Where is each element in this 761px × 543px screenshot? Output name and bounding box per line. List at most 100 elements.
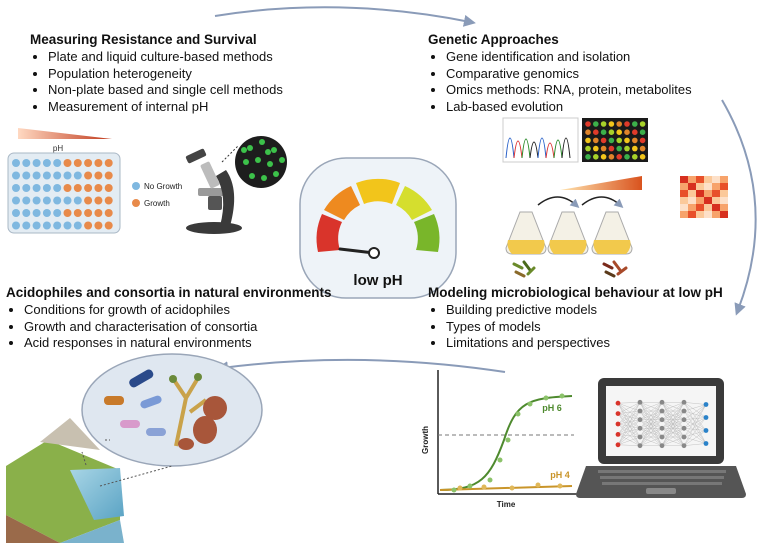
plate-well bbox=[94, 221, 103, 230]
list-item: Acid responses in natural environments bbox=[24, 335, 332, 352]
plate-well bbox=[94, 171, 103, 180]
legend-growth: Growth bbox=[144, 199, 170, 208]
plate-well bbox=[63, 209, 72, 217]
heatmap-cell bbox=[720, 204, 728, 211]
microarray bbox=[582, 118, 648, 162]
nn-edge bbox=[661, 402, 685, 429]
plate-well bbox=[73, 171, 82, 180]
array-spot bbox=[616, 154, 622, 160]
cell-dot bbox=[247, 145, 253, 151]
nn-node bbox=[637, 417, 643, 423]
nn-node bbox=[681, 443, 687, 449]
plate-well bbox=[94, 159, 103, 167]
nn-edge bbox=[617, 423, 641, 429]
array-spot bbox=[593, 154, 599, 160]
nn-node bbox=[681, 434, 687, 440]
section-list: Conditions for growth of acidophiles Gro… bbox=[6, 302, 332, 352]
nn-edge bbox=[617, 428, 641, 445]
nn-node bbox=[659, 443, 665, 449]
curve-label-ph4: pH 4 bbox=[550, 470, 570, 480]
ph-gauge-icon bbox=[316, 178, 440, 259]
nn-edge bbox=[639, 410, 663, 446]
section-title: Genetic Approaches bbox=[428, 32, 559, 47]
plate-wells bbox=[12, 159, 113, 230]
heatmap-cell bbox=[712, 197, 720, 204]
plate-well bbox=[22, 196, 31, 205]
array-spot bbox=[600, 137, 607, 144]
heatmap-cell bbox=[696, 176, 704, 183]
heatmap-cell bbox=[704, 204, 712, 211]
plate-well bbox=[53, 221, 62, 230]
nn-node bbox=[615, 400, 621, 406]
plate-well bbox=[104, 184, 113, 192]
plate-well bbox=[42, 209, 51, 217]
section-list: Building predictive models Types of mode… bbox=[428, 302, 723, 352]
list-item: Growth and characterisation of consortia bbox=[24, 319, 332, 336]
array-spot bbox=[616, 145, 622, 152]
nn-edge bbox=[639, 402, 663, 420]
heatmap-cell bbox=[680, 183, 688, 190]
plate-well bbox=[32, 209, 41, 217]
chart-ylabel: Growth bbox=[421, 426, 430, 454]
nn-node bbox=[615, 421, 621, 427]
legend-no-growth-icon bbox=[132, 182, 140, 190]
array-spot bbox=[593, 129, 599, 135]
nn-edge bbox=[683, 417, 707, 438]
plate-well bbox=[84, 209, 93, 217]
heatmap-cell bbox=[720, 183, 728, 190]
cell-dot bbox=[259, 139, 265, 145]
heatmap-cell bbox=[704, 190, 712, 197]
nn-edge bbox=[683, 417, 707, 446]
nn-edge bbox=[661, 402, 685, 412]
plate-well bbox=[94, 184, 103, 192]
nn-edge bbox=[617, 423, 641, 446]
nn-node bbox=[615, 432, 621, 437]
nn-edge bbox=[617, 423, 641, 438]
plate-well bbox=[104, 159, 113, 167]
list-item: Population heterogeneity bbox=[48, 66, 283, 83]
legend-no-growth: No Growth bbox=[144, 182, 182, 191]
nn-edge bbox=[617, 434, 641, 446]
nn-edge bbox=[617, 413, 641, 438]
list-item: Limitations and perspectives bbox=[446, 335, 723, 352]
ph-gradient-triangle-2 bbox=[560, 176, 642, 190]
array-spot bbox=[639, 129, 646, 135]
plate-well bbox=[53, 159, 62, 167]
plate-well bbox=[32, 196, 41, 205]
plate-well bbox=[12, 209, 20, 217]
list-item: Building predictive models bbox=[446, 302, 723, 319]
center-badge bbox=[299, 157, 457, 299]
plate-well bbox=[104, 171, 113, 180]
curve-label-ph6: pH 6 bbox=[542, 403, 562, 413]
nn-edge bbox=[617, 410, 641, 435]
heatmap-cell bbox=[712, 211, 720, 218]
nn-edge bbox=[617, 444, 641, 446]
array-spot bbox=[639, 121, 646, 127]
nn-edge bbox=[617, 410, 641, 425]
nn-edge bbox=[661, 428, 685, 446]
heatmap-cell bbox=[680, 204, 688, 211]
heatmap-cell bbox=[720, 211, 728, 218]
nn-node bbox=[659, 399, 665, 405]
heatmap-cell bbox=[704, 183, 712, 190]
plate-well bbox=[104, 221, 113, 230]
heatmap-cell bbox=[680, 176, 688, 183]
plate-well bbox=[22, 184, 31, 192]
heatmap-cell bbox=[688, 183, 696, 190]
nn-node bbox=[703, 428, 709, 433]
array-spot bbox=[616, 121, 622, 127]
nn-node bbox=[659, 417, 665, 423]
plate-well bbox=[53, 209, 62, 217]
nn-edge bbox=[683, 428, 707, 444]
list-item: Lab-based evolution bbox=[446, 99, 692, 116]
heatmap-cell bbox=[704, 176, 712, 183]
plate-well bbox=[53, 196, 62, 205]
cell-dot bbox=[265, 149, 271, 155]
plate-well bbox=[42, 196, 51, 205]
nn-node bbox=[637, 408, 643, 414]
plate-well bbox=[12, 159, 20, 167]
growth-chart: pH 6 pH 4 Growth Time bbox=[421, 370, 578, 509]
heatmap-cell bbox=[696, 211, 704, 218]
plate-well bbox=[84, 171, 93, 180]
nn-edge bbox=[661, 419, 685, 446]
